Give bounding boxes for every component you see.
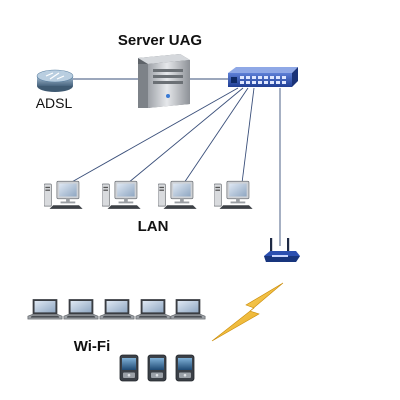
- network-switch-icon: [228, 67, 298, 87]
- laptop-icon: [63, 298, 99, 320]
- link-switch-pc-1: [69, 87, 239, 184]
- desktop-computer-icon: [214, 180, 254, 210]
- wifi-phones: [119, 354, 195, 382]
- smartphone-icon: [147, 354, 167, 382]
- router-icon: [36, 69, 74, 92]
- server-tower-icon: [138, 54, 190, 108]
- adsl-label: ADSL: [36, 95, 73, 111]
- laptop-icon: [170, 298, 206, 320]
- laptop-icon: [135, 298, 171, 320]
- lightning-bolt-icon: [211, 282, 284, 342]
- wifi-label: Wi-Fi: [74, 338, 111, 355]
- wireless-access-point-icon: [264, 238, 300, 262]
- network-links: [69, 78, 281, 246]
- server-label: Server UAG: [118, 32, 202, 49]
- smartphone-icon: [175, 354, 195, 382]
- link-switch-pc-2: [127, 87, 244, 184]
- wifi-laptops: [27, 298, 206, 320]
- lan-label: LAN: [138, 218, 169, 235]
- link-switch-pc-4: [241, 87, 255, 184]
- lan-computers: [44, 180, 254, 210]
- desktop-computer-icon: [102, 180, 142, 210]
- smartphone-icon: [119, 354, 139, 382]
- link-switch-pc-3: [183, 87, 249, 184]
- laptop-icon: [27, 298, 63, 320]
- desktop-computer-icon: [44, 180, 84, 210]
- laptop-icon: [99, 298, 135, 320]
- desktop-computer-icon: [158, 180, 198, 210]
